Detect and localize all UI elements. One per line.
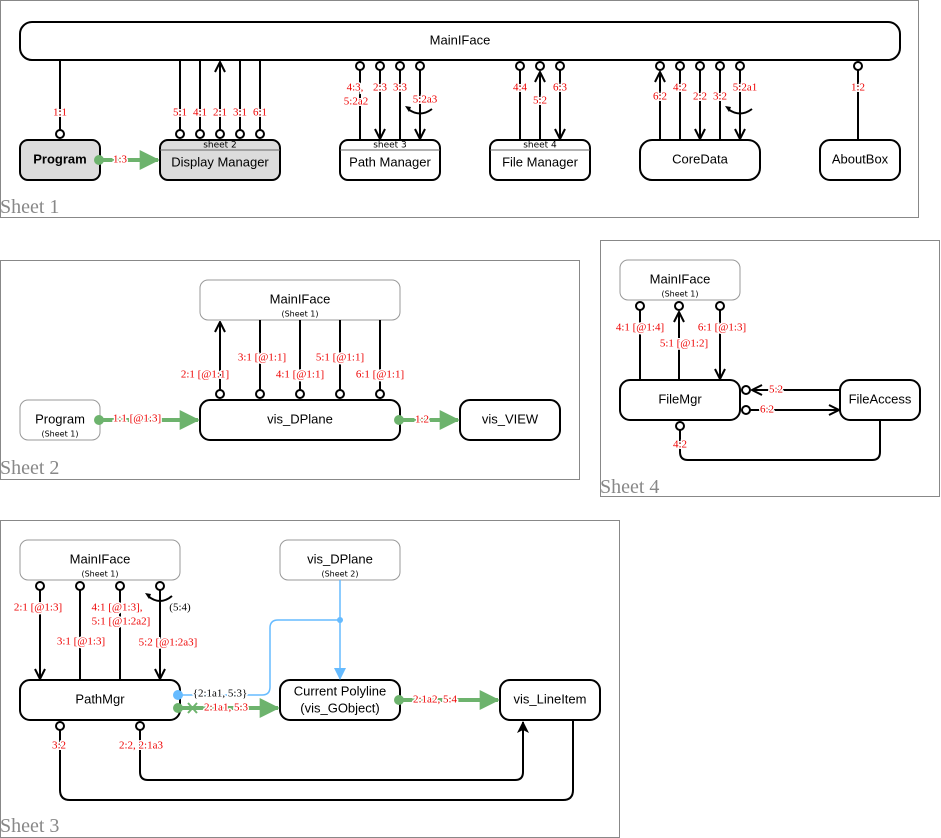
edge-label: 3:1 [@1:1]	[238, 352, 286, 364]
node-label: Program	[33, 151, 86, 166]
edge-label: (5:4)	[169, 602, 191, 614]
edge-label: 2:1 [@1:3]	[14, 602, 62, 614]
edge-label: 5:2a3	[413, 94, 438, 106]
edge-label: 4:1 [@1:3],	[91, 602, 142, 614]
edge-label: 1:2	[851, 82, 865, 94]
node-label: File Manager	[502, 154, 579, 169]
node-coredata[interactable]	[639, 139, 761, 181]
edge-label: 3:3	[393, 82, 408, 94]
node-label: Current Polyline	[294, 683, 387, 698]
node-label: MainIFace	[270, 291, 331, 306]
node-label: PathMgr	[75, 691, 125, 706]
edge-label: 5:1 [@1:1]	[316, 352, 364, 364]
node-label: MainIFace	[70, 551, 131, 566]
edge-label: 4:4	[513, 82, 528, 94]
sheet-title: Sheet 1	[0, 196, 59, 218]
edge-label: 6:1 [@1:1]	[356, 369, 404, 381]
edge-label: 1:1 [@1:3]	[113, 413, 161, 425]
node-mainiface-ref[interactable]	[619, 259, 741, 301]
node-label: Program	[35, 411, 85, 426]
node-label: MainIFace	[430, 32, 491, 47]
node-label: MainIFace	[650, 271, 711, 286]
node-header: sheet 4	[523, 141, 557, 151]
sheet-frame	[0, 0, 919, 218]
sheet-3: Sheet 3 MainIFace (Sheet 1) vis_DPlane (…	[0, 520, 620, 838]
node-ref: (Sheet 1)	[661, 290, 698, 299]
edge-label: 2:1a1, 5:3	[204, 702, 248, 714]
node-label: FileMgr	[658, 391, 702, 406]
edge-label: 6:2	[760, 404, 774, 416]
node-label: vis_DPlane	[307, 551, 373, 566]
edge-label: 3:1 [@1:3]	[57, 636, 105, 648]
node-ref: (Sheet 1)	[81, 570, 118, 579]
edge-label: 4:1 [@1:1]	[276, 369, 324, 381]
sheet-frame	[600, 240, 940, 497]
edge-label: 3:2	[52, 740, 66, 752]
edge-label: 2:2, 2:1a3	[119, 740, 163, 752]
edge-label: 5:1	[173, 107, 187, 119]
node-label: vis_LineItem	[514, 691, 587, 706]
edge-label: 2:3	[373, 82, 388, 94]
sheet-1: Sheet 1 MainIFace 1:1 Program 1:3 5:1 4:…	[0, 0, 919, 218]
node-header: sheet 2	[203, 141, 237, 151]
sheet-4: Sheet 4 MainIFace (Sheet 1) 4:1 [@1:4] 5…	[600, 240, 940, 498]
edge-label: 5:2	[769, 384, 783, 396]
sheet-title: Sheet 2	[0, 457, 59, 479]
edge-label: 5:1 [@1:2a2]	[92, 616, 151, 628]
sheet-title: Sheet 3	[0, 815, 59, 837]
sheet-frame	[0, 260, 580, 480]
edge-label: 5:2a1	[733, 82, 757, 94]
node-ref: (Sheet 2)	[321, 570, 358, 579]
edge-label: 6:2	[653, 91, 667, 103]
node-mainiface[interactable]	[19, 21, 901, 61]
edge-label: 6:1 [@1:3]	[698, 322, 746, 334]
node-ref: (Sheet 1)	[41, 430, 78, 439]
edge-label: 2:1a2, 5:4	[413, 694, 457, 706]
edge-label: 1:1	[53, 107, 67, 119]
edge-label: 2:1	[213, 107, 227, 119]
edge-label: 1:3	[113, 154, 128, 166]
node-label: Display Manager	[171, 154, 269, 169]
edge-label: 4:1	[193, 107, 207, 119]
edge-label: 2:2	[693, 91, 707, 103]
sheet-title: Sheet 4	[600, 476, 659, 498]
node-label: FileAccess	[849, 391, 912, 406]
sheet-2: Sheet 2 MainIFace (Sheet 1) 2:1 [@1:1] 3…	[0, 260, 580, 480]
node-ref: (Sheet 1)	[281, 310, 318, 319]
edge-label: 6:1	[253, 107, 267, 119]
node-label: AboutBox	[832, 151, 889, 166]
edge-label: 3:1	[233, 107, 247, 119]
node-filemgr[interactable]	[619, 379, 741, 421]
edge-label: 5:1 [@1:2]	[660, 338, 708, 350]
node-aboutbox[interactable]	[819, 139, 901, 181]
node-header: sheet 3	[373, 141, 407, 151]
node-pathmgr[interactable]	[19, 679, 181, 721]
node-vis-lineitem[interactable]	[499, 679, 601, 721]
edge-label: 4:3,	[347, 82, 364, 94]
node-label: vis_VIEW	[482, 411, 539, 426]
edge-label: 5:2	[533, 95, 547, 107]
node-vis-view[interactable]	[459, 399, 561, 441]
edge-label: 3:2	[713, 91, 727, 103]
node-mainiface-ref[interactable]	[19, 539, 181, 581]
edge-label: 1:2	[415, 414, 429, 426]
node-label: Path Manager	[349, 154, 431, 169]
edge-label: 4:1 [@1:4]	[616, 322, 664, 334]
edge-label: 5:2a2	[344, 96, 368, 108]
edge-label: 6:3	[553, 82, 568, 94]
edge-label: 5:2 [@1:2a3]	[139, 637, 198, 649]
edge-label: 4:2	[673, 439, 687, 451]
edge-label: 2:1 [@1:1]	[181, 369, 229, 381]
node-label: (vis_GObject)	[300, 700, 379, 715]
node-label: vis_DPlane	[267, 411, 333, 426]
node-label: CoreData	[672, 151, 728, 166]
edge-label: {2:1a1, 5:3}	[193, 688, 248, 700]
edge-label: 4:2	[673, 82, 687, 94]
